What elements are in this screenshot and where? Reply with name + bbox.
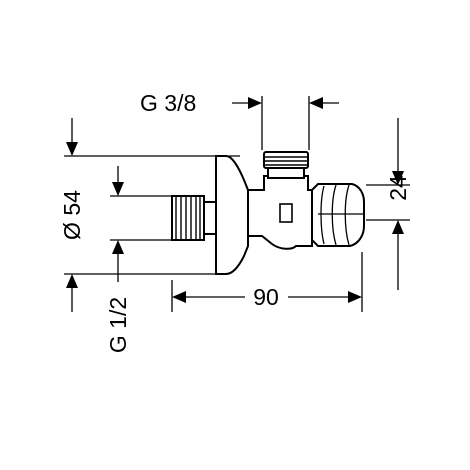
- label-g38: G 3/8: [140, 90, 196, 116]
- handwheel: [311, 183, 365, 247]
- outlet-thread: [263, 151, 309, 169]
- dim-24-arrows: [392, 118, 404, 290]
- rosette: [215, 155, 249, 275]
- angle-valve: [171, 151, 365, 275]
- label-90: 90: [253, 284, 279, 310]
- label-g12: G 1/2: [105, 297, 131, 353]
- dim-diameter-arrows: [66, 118, 78, 312]
- body-window: [279, 203, 293, 223]
- dim-g12-arrows: [112, 166, 124, 282]
- label-diameter: Ø 54: [59, 190, 85, 240]
- extension-lines: [64, 96, 410, 312]
- dim-g38-arrows: [232, 97, 339, 109]
- inlet-thread: [171, 195, 205, 241]
- dim-90-arrows: [172, 291, 362, 303]
- label-24: 24: [385, 175, 411, 201]
